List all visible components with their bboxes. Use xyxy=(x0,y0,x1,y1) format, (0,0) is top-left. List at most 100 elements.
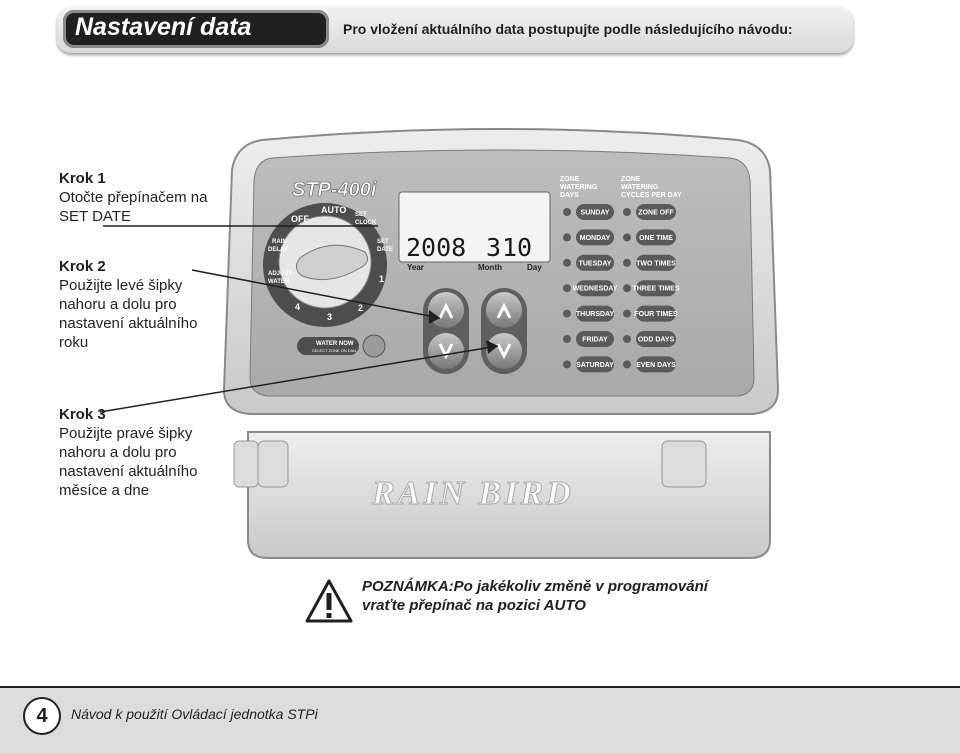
day-led xyxy=(563,233,571,242)
month-day-down-button[interactable] xyxy=(486,333,522,369)
controller-illustration: STP-400i OFF AUTO SET CLOCK SET DATE RAI… xyxy=(99,128,780,559)
dial-zone-3: 3 xyxy=(327,312,332,322)
callout-line-step-3 xyxy=(99,345,499,413)
step-1-title: Krok 1 xyxy=(59,170,106,187)
days-header: ZONE xyxy=(560,176,580,183)
cycle-button[interactable] xyxy=(636,229,676,246)
right-latch xyxy=(661,440,707,488)
day-label: TUESDAY xyxy=(579,260,612,267)
cycle-led xyxy=(623,208,631,216)
lcd-year-label: Year xyxy=(407,263,424,272)
cycles-header: ZONE xyxy=(621,176,641,183)
cycles-header: CYCLES PER DAY xyxy=(621,192,682,199)
cycles-header: WATERING xyxy=(621,184,659,191)
cycle-led xyxy=(623,258,631,267)
cycle-label: THREE TIMES xyxy=(632,286,679,293)
cycle-button[interactable] xyxy=(636,331,676,347)
step-1: Krok 1 Otočte přepínačem na SET DATE xyxy=(59,169,234,226)
step-3-line: měsíce a dne xyxy=(59,482,150,499)
callout-arrowhead xyxy=(486,340,498,354)
dial-off-label: OFF xyxy=(291,214,309,224)
cycle-led xyxy=(623,284,631,293)
dial-rain-delay-label: RAIN xyxy=(272,239,287,245)
cycle-label: TWO TIMES xyxy=(636,260,676,267)
title-pill xyxy=(63,10,329,48)
day-led xyxy=(563,335,571,343)
water-now-sublabel: SELECT ZONE ON DIAL xyxy=(312,348,358,353)
year-down-arrow-icon xyxy=(438,343,454,360)
day-led xyxy=(563,208,571,216)
callout-line-step-2a xyxy=(191,269,441,319)
cycle-label: EVEN DAYS xyxy=(636,362,676,369)
page-number: 4 xyxy=(23,697,61,735)
cycle-button[interactable] xyxy=(636,204,676,220)
water-now-pill xyxy=(297,337,359,355)
day-led xyxy=(563,360,571,369)
days-header: DAYS xyxy=(560,192,579,199)
year-up-button[interactable] xyxy=(428,292,464,328)
cycle-led xyxy=(623,309,631,318)
callout-arrowhead xyxy=(429,310,440,324)
header-instruction: Pro vložení aktuálního data postupujte p… xyxy=(343,21,793,37)
dial-zone-2: 2 xyxy=(358,303,363,313)
front-cover xyxy=(247,431,771,559)
lcd-year: 2008 xyxy=(406,233,466,262)
dial-set-clock-label: SET xyxy=(355,212,367,218)
cycle-button[interactable] xyxy=(636,254,676,271)
day-label: SATURDAY xyxy=(576,362,614,369)
footer-text: Návod k použití Ovládací jednotka STPi xyxy=(71,706,318,722)
step-3-line: nastavení aktuálního xyxy=(59,463,198,480)
day-button[interactable] xyxy=(576,331,614,347)
warning-icon xyxy=(305,579,353,623)
water-now-button[interactable] xyxy=(362,334,386,358)
water-now-label: WATER NOW xyxy=(316,341,354,347)
month-day-down-arrow-icon xyxy=(496,343,512,360)
cycle-button[interactable] xyxy=(636,356,676,373)
cycle-led xyxy=(623,335,631,343)
day-label: THURSDAY xyxy=(576,311,615,318)
cycle-label: FOUR TIMES xyxy=(634,311,677,318)
day-button[interactable] xyxy=(576,254,614,271)
day-led xyxy=(563,258,571,267)
model-label: STP-400i xyxy=(292,179,377,201)
cycle-button[interactable] xyxy=(636,305,676,322)
day-button[interactable] xyxy=(576,356,614,373)
lcd-day-label: Day xyxy=(527,263,542,272)
dial-zone-1: 1 xyxy=(379,274,384,284)
note-line: POZNÁMKA:Po jakékoliv změně v programová… xyxy=(362,578,708,595)
step-2-line: nahoru a dolu pro xyxy=(59,296,177,313)
cycle-button[interactable] xyxy=(636,280,676,297)
step-2-line: nastavení aktuálního xyxy=(59,315,198,332)
day-led xyxy=(563,284,571,293)
year-down-button[interactable] xyxy=(428,333,464,369)
day-button[interactable] xyxy=(576,280,614,297)
dial-auto-label: AUTO xyxy=(321,205,346,215)
day-button[interactable] xyxy=(576,229,614,246)
footer-bar xyxy=(0,686,960,753)
cycle-label: ZONE OFF xyxy=(638,210,674,217)
dial-set-date-label: DATE xyxy=(377,247,393,253)
step-3: Krok 3 Použijte pravé šipky nahoru a dol… xyxy=(59,405,234,500)
day-label: MONDAY xyxy=(580,235,611,242)
day-label: FRIDAY xyxy=(582,337,608,344)
day-button[interactable] xyxy=(576,204,614,220)
dial-set-clock-label: CLOCK xyxy=(355,220,377,226)
days-header: WATERING xyxy=(560,184,598,191)
day-button[interactable] xyxy=(576,305,614,322)
cycle-label: ONE TIME xyxy=(639,235,673,242)
lcd-day: 10 xyxy=(502,233,532,262)
step-3-line: Použijte pravé šipky xyxy=(59,425,193,442)
lcd-month: 3 xyxy=(486,233,501,262)
step-2-line: roku xyxy=(59,334,89,351)
day-label: WEDNESDAY xyxy=(573,286,618,293)
dial-pointer xyxy=(296,244,369,281)
dial-adjust-water-label: WATER xyxy=(268,279,290,285)
step-2-line: Použijte levé šipky xyxy=(59,277,183,294)
month-day-up-button[interactable] xyxy=(486,292,522,328)
year-up-arrow-icon xyxy=(438,302,454,319)
dial-rain-delay-label: DELAY xyxy=(268,247,288,253)
note-line: vraťte přepínač na pozici AUTO xyxy=(362,597,586,614)
month-day-up-arrow-icon xyxy=(496,302,512,319)
step-3-line: nahoru a dolu pro xyxy=(59,444,177,461)
